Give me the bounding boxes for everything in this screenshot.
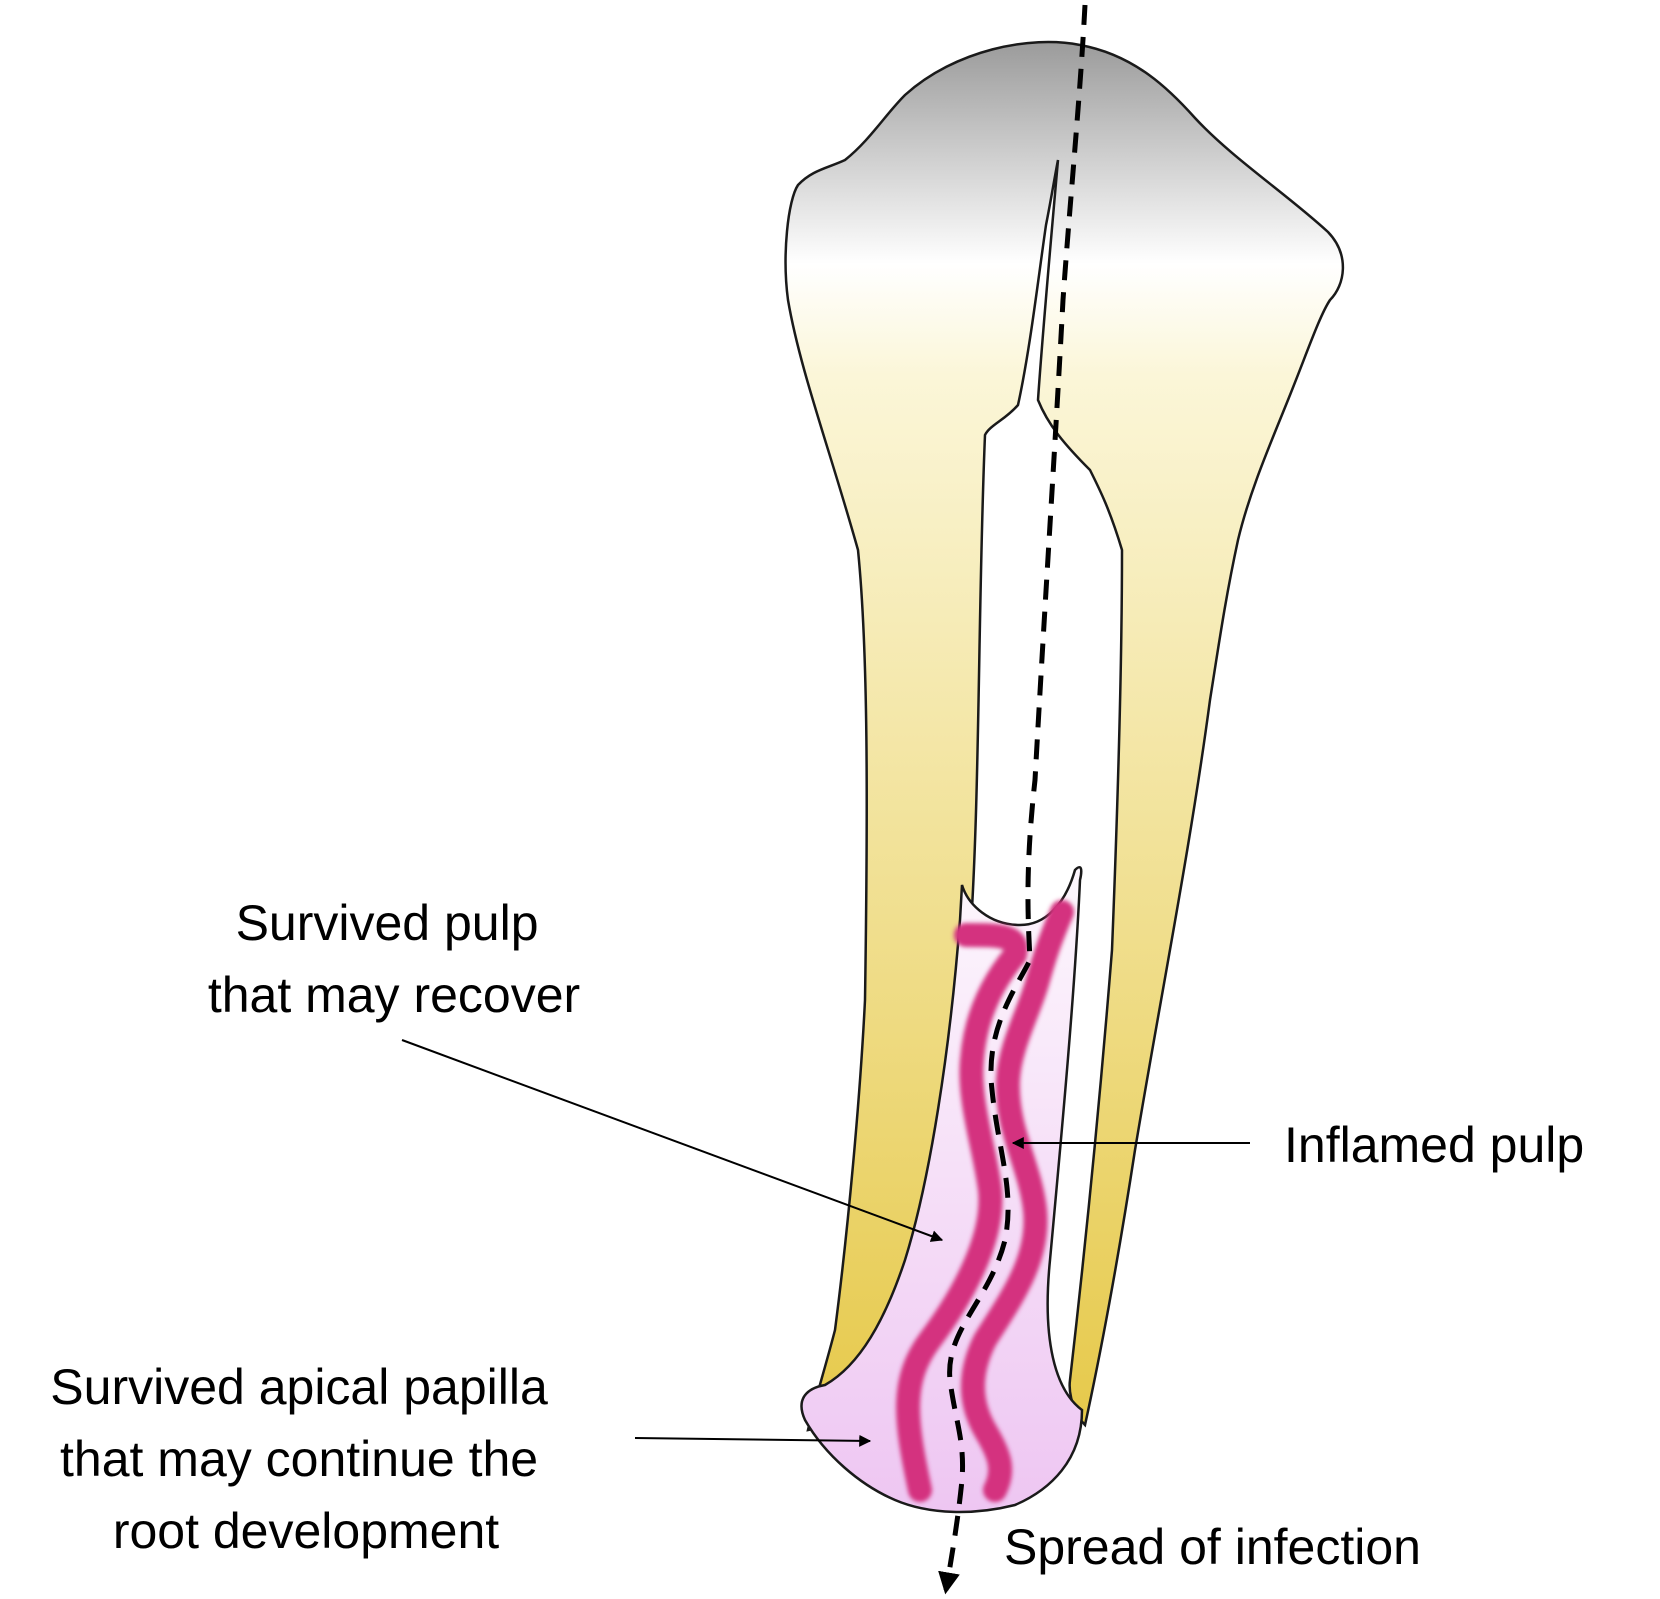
inflamed-pulp-strand-right	[961, 900, 1074, 1502]
label-spread-of-infection: Spread of infection	[1004, 1519, 1421, 1575]
label-apical-papilla-line2: that may continue the	[60, 1431, 538, 1487]
label-inflamed-pulp: Inflamed pulp	[1284, 1117, 1584, 1173]
label-apical-papilla-line1: Survived apical papilla	[50, 1359, 548, 1415]
arrow-apical-papilla	[634, 1434, 872, 1447]
label-survived-pulp-line1: Survived pulp	[236, 895, 539, 951]
tooth-body	[784, 40, 1345, 1432]
label-survived-pulp: Survived pulp that may recover	[208, 895, 580, 1023]
arrow-survived-pulp	[401, 1039, 944, 1242]
inflamed-pulp-strands	[896, 900, 1074, 1502]
label-apical-papilla: Survived apical papilla that may continu…	[50, 1359, 561, 1559]
label-apical-papilla-line3: root development	[113, 1503, 499, 1559]
inflamed-pulp-strand-left	[896, 923, 1028, 1502]
infection-path-dashed	[938, 4, 1088, 1595]
label-survived-pulp-line2: that may recover	[208, 967, 580, 1023]
